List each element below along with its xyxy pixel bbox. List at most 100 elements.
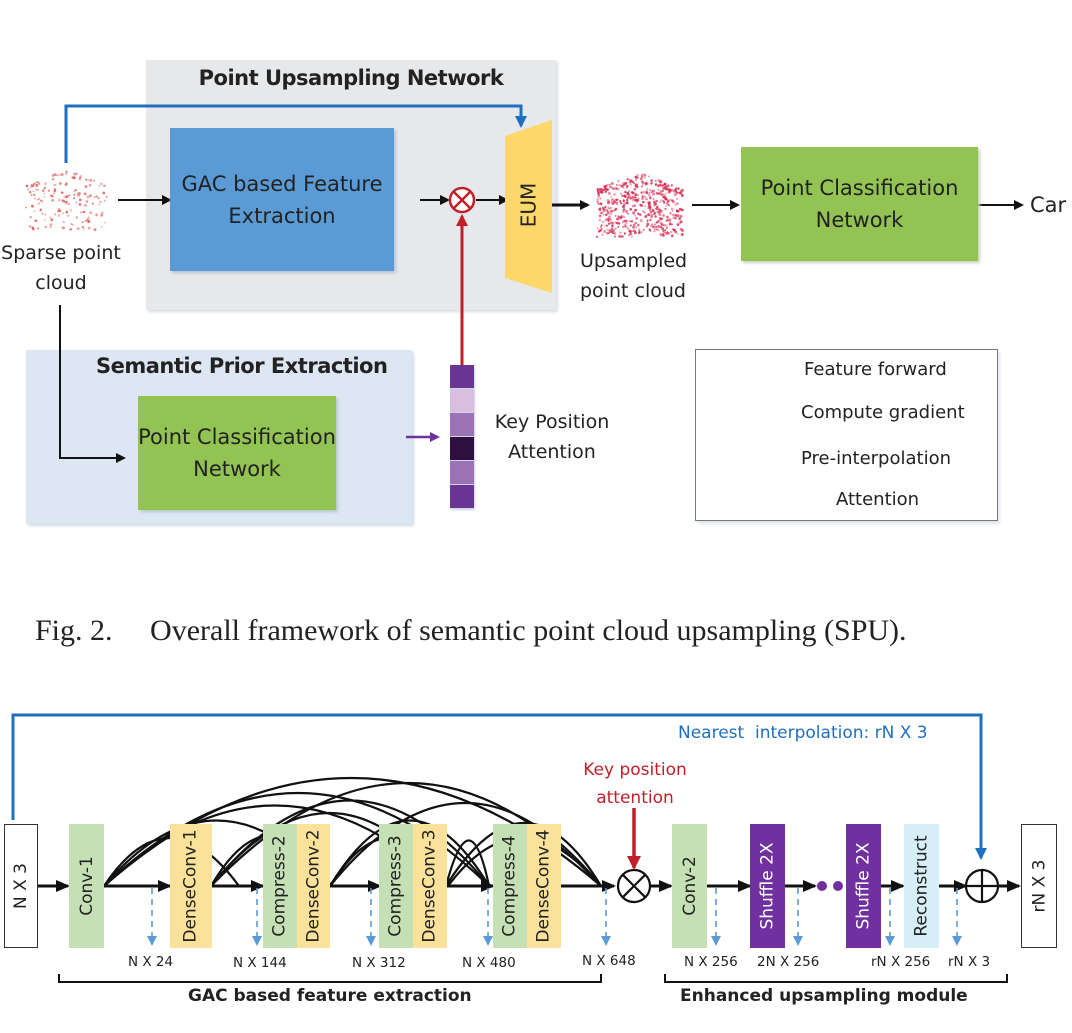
point (664, 231, 668, 235)
point (600, 224, 603, 227)
point (633, 188, 637, 191)
point (680, 215, 683, 218)
key-position-attention-label: Key Position Attention (494, 411, 610, 463)
legend-item-pre-interpolation: Pre-interpolation (801, 448, 952, 469)
point (77, 194, 81, 198)
point (33, 197, 37, 200)
eum-group-bracket (664, 974, 1008, 983)
point (25, 184, 29, 188)
point (601, 220, 604, 223)
point (643, 173, 647, 177)
point (648, 196, 652, 200)
point (606, 201, 610, 205)
point (100, 213, 104, 217)
point (607, 206, 610, 210)
point (65, 210, 69, 214)
point (34, 219, 38, 223)
point (610, 209, 614, 213)
eum-block (505, 120, 552, 293)
point (659, 209, 663, 213)
point (655, 228, 658, 231)
point (71, 223, 74, 226)
point (62, 199, 66, 203)
point (635, 216, 639, 220)
point (670, 207, 674, 211)
point (631, 229, 634, 233)
point (86, 218, 89, 222)
point (630, 219, 634, 223)
point (646, 222, 650, 226)
point (625, 209, 629, 213)
sparse-point-cloud-image (25, 170, 108, 232)
point (100, 226, 103, 228)
point (632, 223, 636, 227)
point (674, 217, 677, 220)
point (649, 210, 653, 214)
point (611, 230, 615, 234)
point (65, 170, 68, 174)
point (632, 225, 636, 229)
point (78, 192, 81, 195)
point (629, 232, 632, 236)
point (678, 207, 682, 211)
point (44, 182, 47, 185)
point (62, 226, 66, 230)
point (659, 183, 662, 187)
point (611, 224, 614, 228)
point (648, 208, 652, 212)
point (616, 187, 620, 191)
point (30, 194, 33, 197)
point (606, 228, 609, 231)
point (606, 218, 610, 222)
point (40, 199, 43, 202)
point (628, 194, 631, 198)
point (634, 208, 638, 212)
point (607, 210, 611, 213)
point (30, 183, 33, 186)
output-tensor-box: rN X 3 (1021, 824, 1057, 948)
point (64, 172, 68, 175)
point (602, 214, 605, 216)
point (634, 196, 637, 199)
point (654, 215, 657, 218)
point (39, 209, 42, 212)
point (640, 220, 643, 223)
point (647, 206, 650, 209)
point (73, 176, 77, 180)
point (615, 198, 618, 201)
point (664, 184, 667, 187)
point (662, 188, 665, 191)
point (610, 227, 614, 231)
point (620, 192, 622, 195)
point (68, 194, 71, 197)
point (608, 215, 611, 218)
point (671, 200, 675, 203)
point (629, 208, 633, 211)
point (644, 197, 648, 201)
point (98, 184, 101, 187)
point (655, 225, 658, 229)
point (29, 216, 32, 219)
block-compress-2: Compress-2 (263, 824, 297, 948)
point (676, 191, 679, 194)
point (637, 197, 640, 200)
point (669, 230, 673, 234)
point (606, 199, 610, 203)
point (638, 228, 641, 231)
attention-vector-cell (450, 461, 474, 484)
point (628, 229, 632, 233)
block-shuffle-2: Shuffle 2X (846, 824, 881, 948)
point (78, 177, 82, 181)
point (652, 198, 655, 200)
point (638, 231, 641, 234)
point (657, 184, 660, 188)
point (603, 185, 606, 188)
point (30, 185, 33, 189)
point (49, 223, 53, 226)
point (607, 231, 611, 235)
block-shuffle-1: Shuffle 2X (750, 824, 785, 948)
block-denseconv-4: DenseConv-4 (527, 824, 561, 948)
point (669, 212, 672, 215)
point (86, 195, 90, 199)
point (636, 194, 639, 197)
